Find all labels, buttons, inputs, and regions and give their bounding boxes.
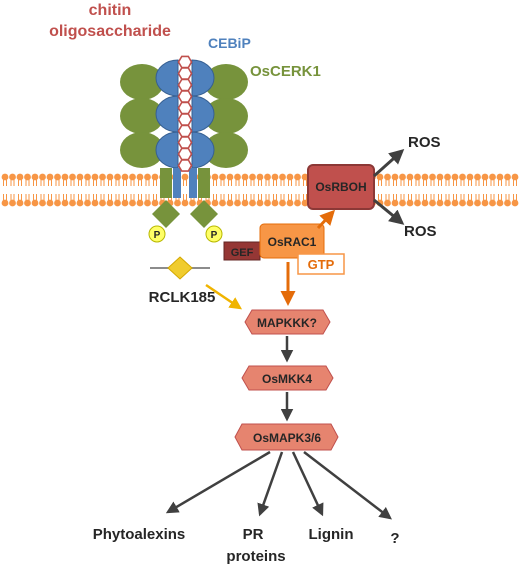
rac-to-rboh-arrow (316, 209, 336, 230)
osmapk36-node: OsMAPK3/6 (234, 423, 339, 451)
mapkkk-node: MAPKKK? (244, 309, 331, 335)
osrac1-box: OsRAC1 (259, 223, 325, 259)
output-pr-line2: proteins (226, 548, 285, 565)
chitin-chain (177, 55, 193, 172)
mapkkk-label: MAPKKK? (257, 316, 317, 330)
output-unknown: ? (390, 530, 399, 547)
phospho-left: P (148, 225, 166, 243)
output-arrow-phytoalexins (165, 450, 271, 514)
title-line2: oligosaccharide (49, 23, 171, 40)
osmapk36-label: OsMAPK3/6 (253, 431, 321, 445)
rclk185-label: RCLK185 (149, 289, 216, 306)
gtp-box: GTP (297, 253, 345, 275)
osrboh-label: OsRBOH (315, 180, 366, 194)
output-arrow-unknown (303, 451, 392, 520)
output-pr-line1: PR (243, 526, 264, 543)
cebip-label: CEBiP (208, 35, 251, 51)
osrboh-box: OsRBOH (307, 164, 375, 210)
gef-label: GEF (231, 247, 254, 259)
osmkk4-node: OsMKK4 (241, 365, 334, 391)
oscerk1-label: OsCERK1 (250, 63, 321, 80)
rclk-to-mapkkk-arrow (205, 283, 243, 310)
gtp-label: GTP (308, 257, 335, 272)
output-phytoalexins: Phytoalexins (93, 526, 186, 543)
receptor-complex (120, 55, 248, 228)
osmkk4-label: OsMKK4 (262, 372, 312, 386)
osrac1-label: OsRAC1 (268, 235, 317, 249)
svg-text:P: P (154, 230, 161, 241)
lipid-bilayer (1, 173, 519, 207)
rclk185-kinase (150, 256, 210, 280)
svg-text:P: P (211, 230, 218, 241)
gef-box: GEF (223, 241, 261, 261)
phospho-right: P (205, 225, 223, 243)
output-arrow-pr (257, 451, 284, 517)
output-arrow-lignin (291, 451, 324, 517)
ros-label-bottom: ROS (404, 223, 437, 240)
output-lignin: Lignin (309, 526, 354, 543)
ros-arrow-down (373, 198, 405, 225)
title-line1: chitin (89, 2, 132, 19)
ros-arrow-up (373, 149, 405, 178)
ros-label-top: ROS (408, 134, 441, 151)
